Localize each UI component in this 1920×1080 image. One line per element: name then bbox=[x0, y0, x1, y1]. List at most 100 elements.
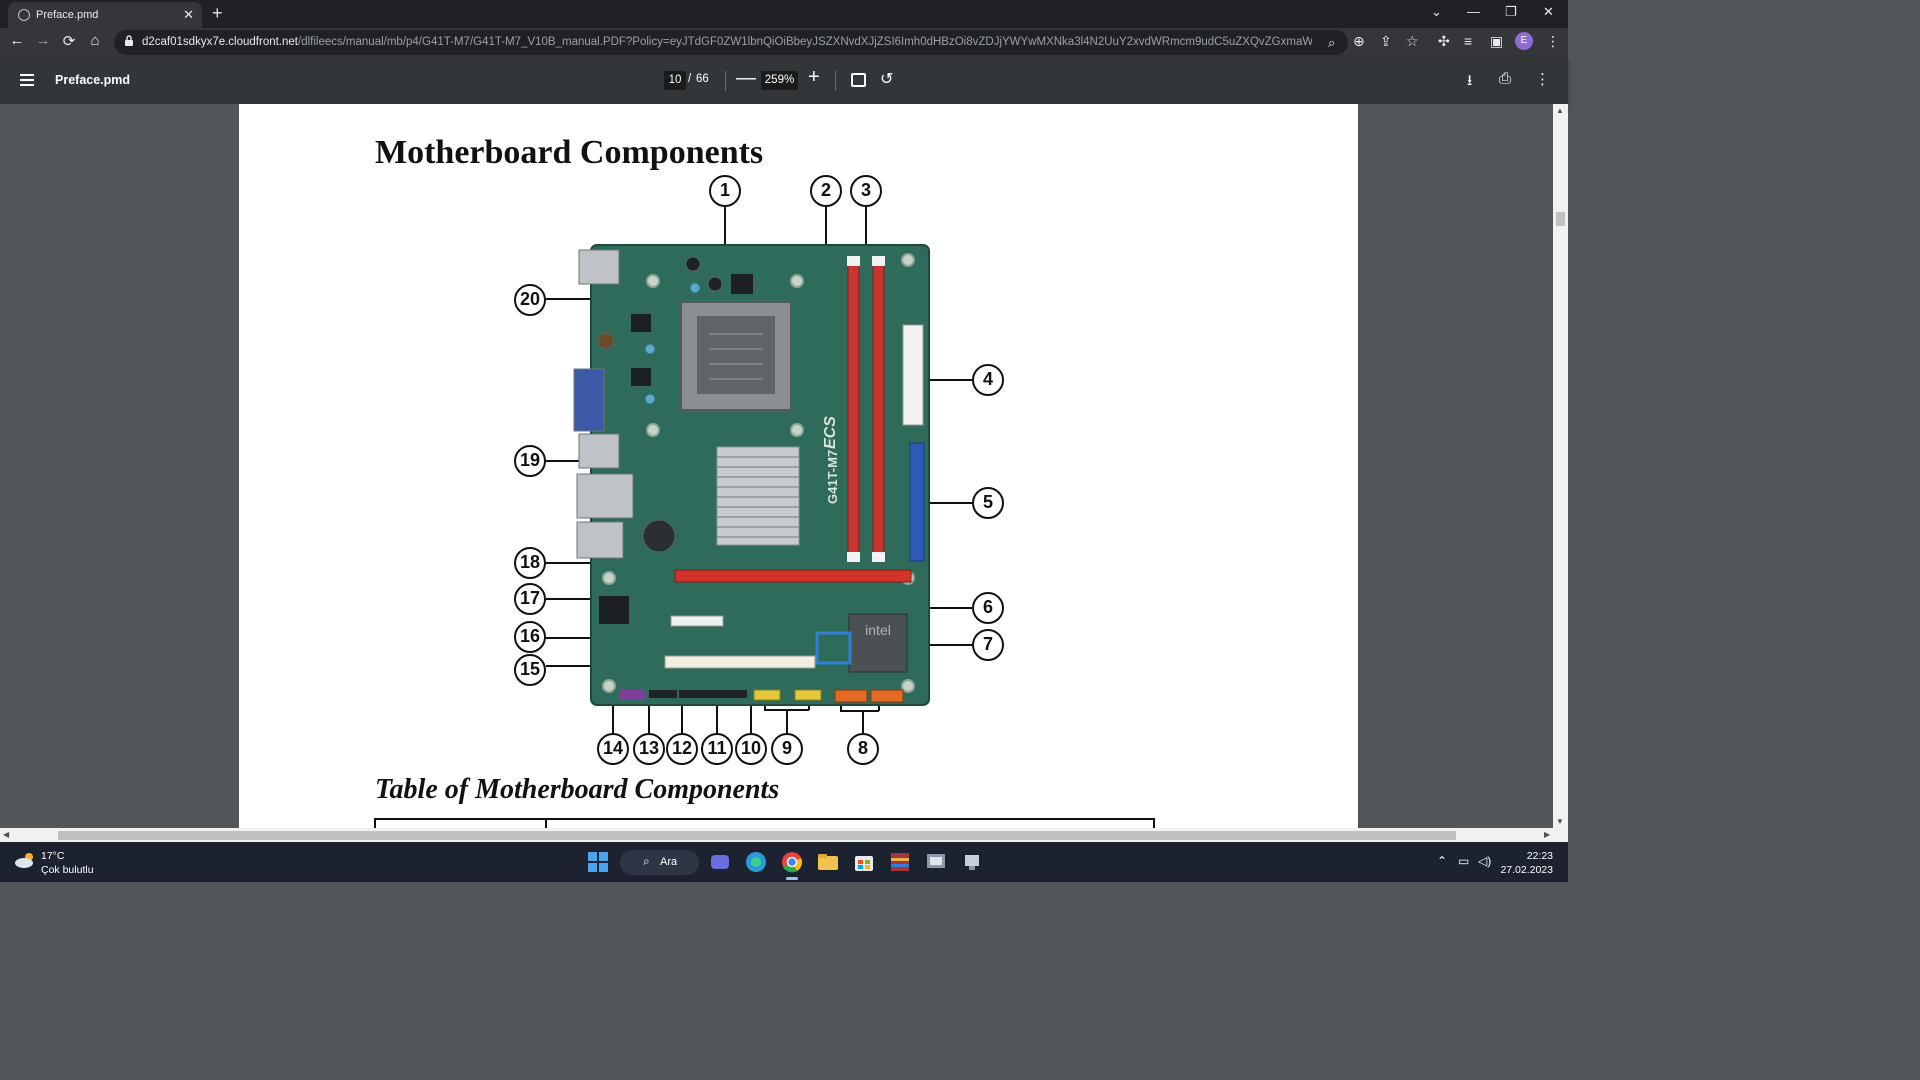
taskbar-clock[interactable]: 22:23 bbox=[1526, 850, 1553, 862]
tab-search-icon[interactable]: ⌄ bbox=[1431, 4, 1442, 19]
back-button[interactable]: ← bbox=[9, 32, 25, 49]
components-table bbox=[374, 818, 1155, 828]
pcie-x16-slot bbox=[674, 569, 912, 583]
extensions-icon[interactable]: ✣ bbox=[1438, 33, 1450, 49]
horizontal-scroll-thumb[interactable] bbox=[58, 831, 1456, 840]
callout-9: 9 bbox=[771, 733, 803, 765]
horizontal-scrollbar[interactable]: ◀ ▶ bbox=[0, 828, 1568, 842]
store-icon[interactable] bbox=[852, 850, 876, 874]
minimize-button[interactable]: — bbox=[1467, 4, 1480, 19]
taskbar-search[interactable]: ⌕ Ara bbox=[620, 850, 699, 875]
globe-icon bbox=[18, 9, 30, 21]
callout-13: 13 bbox=[633, 733, 665, 765]
callout-16: 16 bbox=[514, 621, 546, 653]
zoom-out-button[interactable]: — bbox=[736, 67, 756, 89]
callout-1: 1 bbox=[709, 175, 741, 207]
download-icon[interactable]: ⭳ bbox=[1467, 72, 1473, 89]
dimm-slot-2 bbox=[872, 261, 885, 561]
vertical-scrollbar[interactable]: ▲ ▼ bbox=[1553, 104, 1568, 828]
pdf-viewport[interactable]: Motherboard Components bbox=[0, 104, 1553, 828]
lock-icon[interactable] bbox=[124, 35, 134, 47]
chip-brand-print: intel bbox=[865, 622, 891, 638]
pdf-page: Motherboard Components bbox=[239, 104, 1358, 828]
pdf-more-icon[interactable]: ⋮ bbox=[1535, 71, 1550, 88]
network-app-icon[interactable] bbox=[960, 850, 984, 874]
callout-10: 10 bbox=[735, 733, 767, 765]
cloud-sun-icon[interactable] bbox=[14, 852, 36, 868]
chipset-heatsink bbox=[716, 446, 800, 546]
section-subtitle: Table of Motherboard Components bbox=[375, 774, 780, 805]
page-title: Motherboard Components bbox=[375, 134, 764, 171]
ide-connector bbox=[909, 442, 925, 562]
volume-icon[interactable]: ◁) bbox=[1478, 854, 1492, 868]
pdf-doc-title: Preface.pmd bbox=[55, 73, 131, 87]
scroll-down-arrow-icon[interactable]: ▼ bbox=[1556, 817, 1564, 826]
fit-to-page-icon[interactable] bbox=[851, 73, 866, 87]
callout-14: 14 bbox=[597, 733, 629, 765]
close-window-button[interactable]: ✕ bbox=[1543, 4, 1554, 19]
browser-toolbar: ← → ⟳ ⌂ d2caf01sdkyx7e.cloudfront.net/dl… bbox=[0, 28, 1568, 57]
board-model-print: G41T-M7 bbox=[825, 450, 840, 504]
scroll-left-arrow-icon[interactable]: ◀ bbox=[3, 830, 10, 839]
active-app-indicator bbox=[786, 877, 798, 880]
edge-icon[interactable] bbox=[744, 850, 768, 874]
windows-taskbar: 17°C Çok bulutlu ⌕ Ara ⌃ ▭ ◁) 22:23 27.0… bbox=[0, 842, 1568, 882]
chrome-icon[interactable] bbox=[780, 850, 804, 874]
pdf-toolbar: Preface.pmd 10 / 66 — 259% + ↺ ⭳ ⎙ ⋮ bbox=[0, 57, 1568, 104]
callout-6: 6 bbox=[972, 592, 1004, 624]
scroll-right-arrow-icon[interactable]: ▶ bbox=[1544, 830, 1551, 839]
reload-button[interactable]: ⟳ bbox=[62, 33, 76, 50]
windows-start-icon[interactable] bbox=[586, 850, 610, 874]
side-panel-icon[interactable]: ▣ bbox=[1490, 33, 1504, 49]
taskbar-date[interactable]: 27.02.2023 bbox=[1500, 864, 1553, 876]
address-bar[interactable]: d2caf01sdkyx7e.cloudfront.net/dlfileecs/… bbox=[114, 30, 1348, 55]
meet-icon[interactable] bbox=[708, 850, 732, 874]
url-text[interactable]: d2caf01sdkyx7e.cloudfront.net/dlfileecs/… bbox=[142, 36, 1312, 48]
sidebar-menu-icon[interactable] bbox=[20, 74, 34, 86]
callout-5: 5 bbox=[972, 487, 1004, 519]
callout-17: 17 bbox=[514, 583, 546, 615]
bookmark-star-icon[interactable]: ☆ bbox=[1406, 33, 1419, 49]
home-button[interactable]: ⌂ bbox=[90, 32, 100, 49]
forward-button[interactable]: → bbox=[35, 32, 51, 49]
callout-18: 18 bbox=[514, 547, 546, 579]
zoom-icon[interactable]: ⊕ bbox=[1353, 33, 1365, 49]
restore-button[interactable]: ❐ bbox=[1505, 4, 1517, 19]
page-total: 66 bbox=[696, 73, 709, 85]
weather-temperature[interactable]: 17°C bbox=[41, 850, 65, 862]
search-icon[interactable]: ⌕ bbox=[1328, 35, 1336, 50]
vertical-scroll-thumb[interactable] bbox=[1556, 212, 1565, 226]
scroll-up-arrow-icon[interactable]: ▲ bbox=[1556, 106, 1564, 115]
callout-2: 2 bbox=[810, 175, 842, 207]
callout-3: 3 bbox=[850, 175, 882, 207]
profile-avatar[interactable]: E bbox=[1515, 32, 1533, 50]
weather-condition[interactable]: Çok bulutlu bbox=[41, 864, 94, 876]
url-host: d2caf01sdkyx7e.cloudfront.net bbox=[142, 36, 298, 48]
browser-menu-icon[interactable]: ⋮ bbox=[1546, 33, 1560, 49]
atx-power-connector bbox=[902, 324, 924, 426]
winrar-icon[interactable] bbox=[888, 850, 912, 874]
network-icon[interactable]: ▭ bbox=[1458, 854, 1470, 868]
tab-close-icon[interactable]: ✕ bbox=[183, 7, 194, 22]
chevron-up-icon[interactable]: ⌃ bbox=[1437, 854, 1448, 868]
page-separator: / bbox=[688, 73, 692, 85]
page-number-input[interactable]: 10 bbox=[664, 71, 686, 90]
file-explorer-icon[interactable] bbox=[816, 850, 840, 874]
zoom-level-input[interactable]: 259% bbox=[761, 71, 798, 90]
rotate-icon[interactable]: ↺ bbox=[880, 71, 894, 88]
browser-tab[interactable]: Preface.pmd ✕ bbox=[8, 2, 202, 28]
board-brand-print: ECS bbox=[822, 416, 839, 449]
callout-12: 12 bbox=[666, 733, 698, 765]
media-queue-icon[interactable]: ≡ bbox=[1464, 33, 1473, 49]
toolbar-divider bbox=[725, 71, 726, 91]
taskbar-search-label: Ara bbox=[660, 856, 678, 868]
motherboard-diagram: G41T-M7 ECS intel bbox=[546, 207, 972, 733]
tab-title: Preface.pmd bbox=[36, 9, 99, 21]
callout-20: 20 bbox=[514, 284, 546, 316]
print-icon[interactable]: ⎙ bbox=[1499, 70, 1512, 87]
new-tab-button[interactable]: + bbox=[212, 3, 223, 23]
dimm-slot-1 bbox=[847, 261, 860, 561]
app-icon[interactable] bbox=[924, 850, 948, 874]
zoom-in-button[interactable]: + bbox=[808, 66, 820, 88]
share-icon[interactable]: ⇪ bbox=[1380, 33, 1392, 49]
